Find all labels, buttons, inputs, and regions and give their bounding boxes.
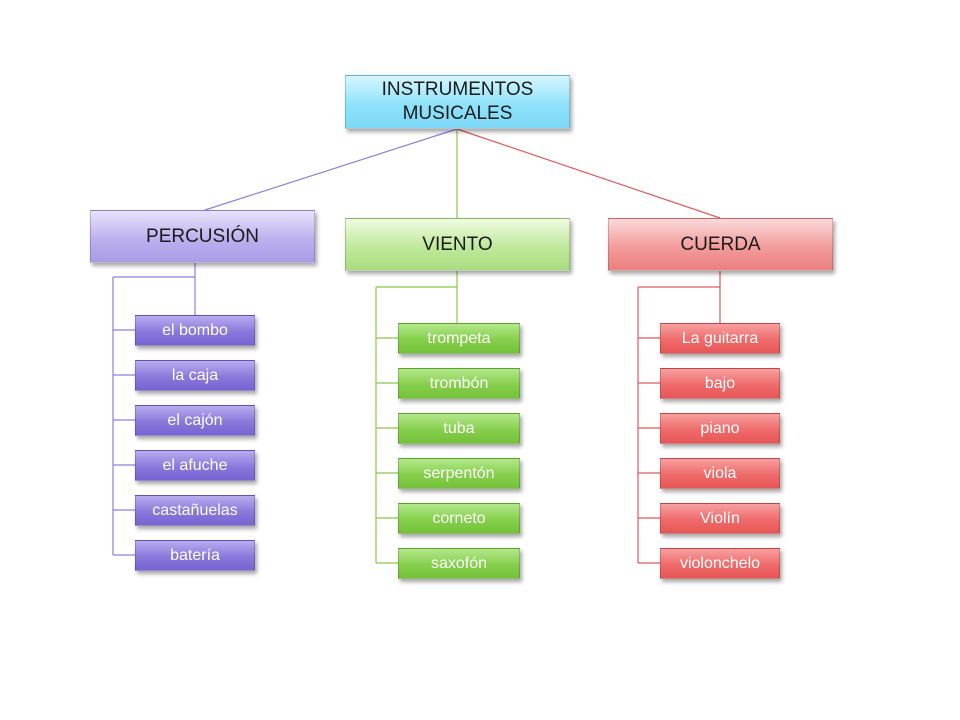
leaf-label: saxofón xyxy=(430,554,488,572)
root-line-1: INSTRUMENTOS xyxy=(381,79,534,100)
leaf-wind-2: trombón xyxy=(398,368,520,399)
leaf-label: el cajón xyxy=(167,411,223,429)
root-node: INSTRUMENTOS MUSICALES xyxy=(345,75,570,129)
category-percussion-label: PERCUSIÓN xyxy=(146,225,259,247)
leaf-string-2: bajo xyxy=(660,368,780,399)
category-wind-label: VIENTO xyxy=(422,233,493,255)
leaf-label: piano xyxy=(700,419,740,437)
leaf-label: La guitarra xyxy=(681,329,759,347)
leaf-label: corneto xyxy=(432,509,486,527)
leaf-string-3: piano xyxy=(660,413,780,444)
leaf-string-1: La guitarra xyxy=(660,323,780,354)
leaf-percussion-6: batería xyxy=(135,540,255,571)
leaf-label: trombón xyxy=(429,374,489,392)
leaf-label: el afuche xyxy=(162,456,228,474)
leaf-string-6: violonchelo xyxy=(660,548,780,579)
leaf-percussion-4: el afuche xyxy=(135,450,255,481)
connector-root-string xyxy=(456,128,721,219)
connector-root-percussion xyxy=(204,128,458,211)
leaf-label: el bombo xyxy=(162,321,228,339)
leaf-wind-1: trompeta xyxy=(398,323,520,354)
category-wind: VIENTO xyxy=(345,218,570,271)
leaf-percussion-2: la caja xyxy=(135,360,255,391)
leaf-wind-3: tuba xyxy=(398,413,520,444)
leaf-label: tuba xyxy=(443,419,475,437)
category-string: CUERDA xyxy=(608,218,833,271)
category-percussion: PERCUSIÓN xyxy=(90,210,315,263)
leaf-label: Violín xyxy=(700,509,740,527)
leaf-label: trompeta xyxy=(427,329,491,347)
leaf-string-5: Violín xyxy=(660,503,780,534)
leaf-percussion-5: castañuelas xyxy=(135,495,255,526)
leaf-percussion-1: el bombo xyxy=(135,315,255,346)
leaf-wind-6: saxofón xyxy=(398,548,520,579)
leaf-label: la caja xyxy=(171,366,219,384)
leaf-percussion-3: el cajón xyxy=(135,405,255,436)
leaf-wind-4: serpentón xyxy=(398,458,520,489)
leaf-label: serpentón xyxy=(423,464,495,482)
leaf-label: bajo xyxy=(704,374,736,392)
leaf-label: batería xyxy=(170,546,220,564)
leaf-wind-5: corneto xyxy=(398,503,520,534)
leaf-label: violonchelo xyxy=(679,554,761,572)
leaf-label: castañuelas xyxy=(152,501,238,519)
category-string-label: CUERDA xyxy=(680,233,761,255)
leaf-label: viola xyxy=(703,464,737,482)
root-line-2: MUSICALES xyxy=(402,103,513,124)
leaf-string-4: viola xyxy=(660,458,780,489)
